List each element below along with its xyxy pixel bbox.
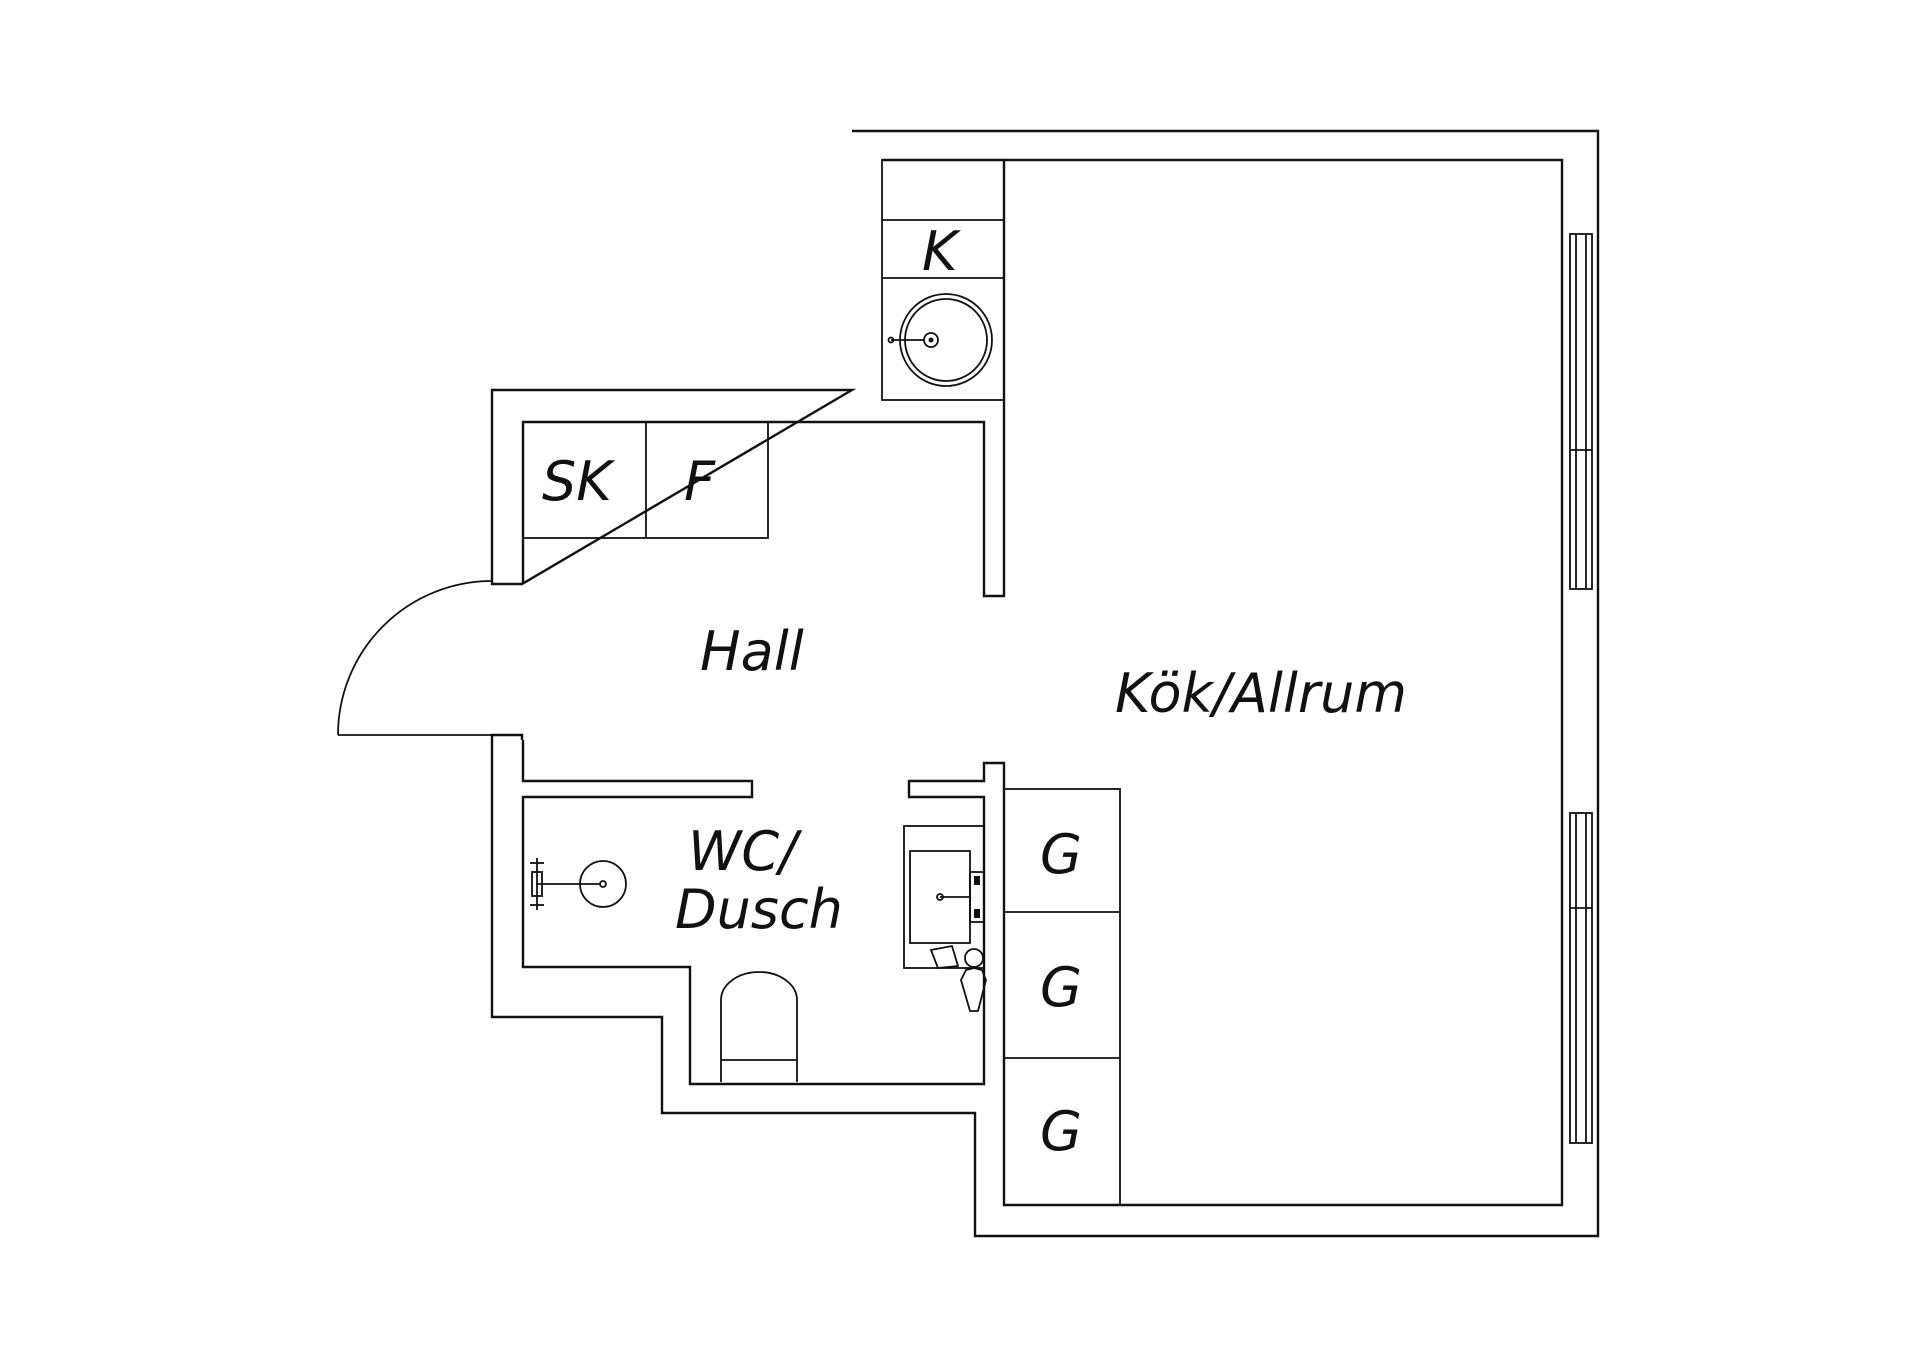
kitchen-counter xyxy=(881,159,1005,401)
room-label-kitchen: Kök/Allrum xyxy=(1115,662,1407,725)
fixture-label-sk: SK xyxy=(542,450,615,513)
outer-wall xyxy=(490,129,1600,1238)
room-label-dusch: Dusch xyxy=(675,878,843,941)
fixture-label-g2: G xyxy=(1040,956,1082,1019)
fixture-label-g1: G xyxy=(1040,823,1082,886)
window-top-icon xyxy=(1569,233,1593,590)
hall-storage xyxy=(522,421,769,539)
toilet-icon xyxy=(720,971,798,1082)
shower-icon xyxy=(530,858,627,910)
room-label-wc: WC/ xyxy=(688,820,803,883)
sink-icon xyxy=(887,293,993,387)
window-bottom-icon xyxy=(1569,812,1593,1144)
wardrobe-block xyxy=(1003,788,1121,1206)
fixture-label-g3: G xyxy=(1040,1100,1082,1163)
fixture-label-k: K xyxy=(922,220,961,283)
room-label-hall: Hall xyxy=(700,620,804,683)
door-swing-icon xyxy=(337,580,493,736)
bottle-icon xyxy=(929,944,987,1012)
kitchen-niche xyxy=(881,159,1005,401)
fixture-label-f: F xyxy=(684,450,716,513)
wardrobes xyxy=(1003,788,1121,1206)
